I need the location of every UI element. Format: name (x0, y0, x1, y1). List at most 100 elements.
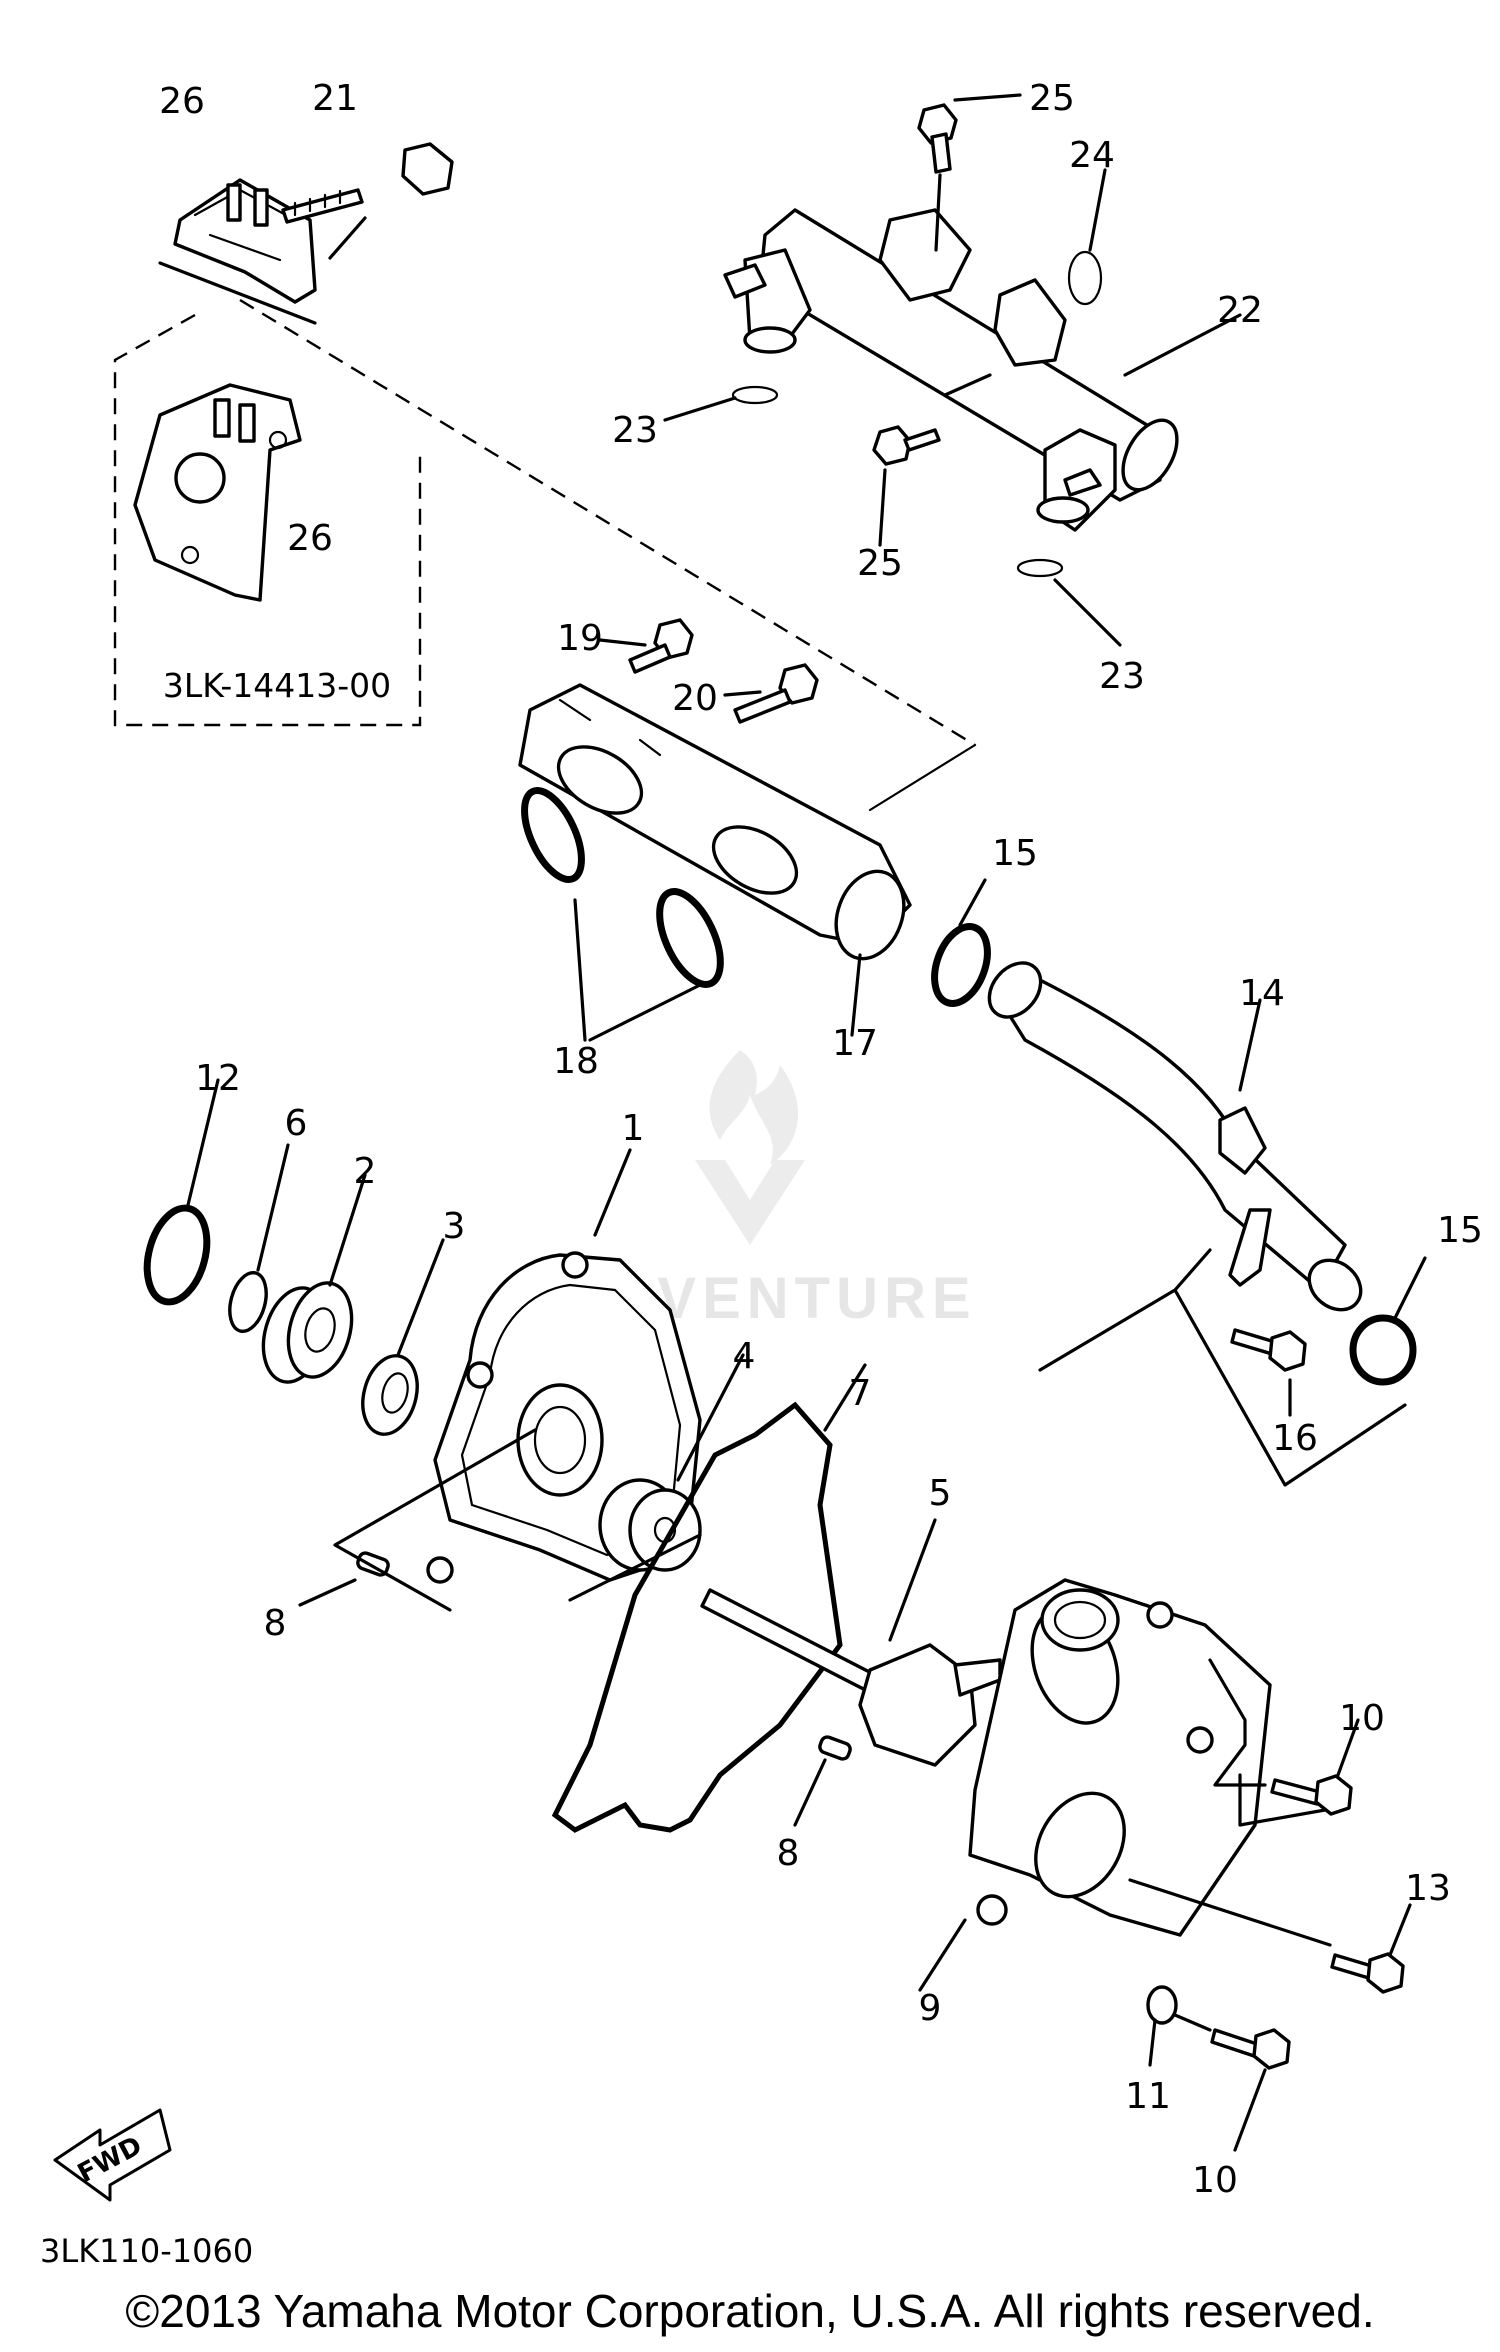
callout-17: 17 (832, 1023, 878, 1064)
leader-7 (823, 1363, 867, 1432)
callout-6: 6 (285, 1103, 308, 1144)
pipe-assembly-22 (723, 208, 1179, 532)
bolt-10-upper (1270, 1774, 1353, 1816)
callout-24: 24 (1069, 135, 1115, 176)
callout-23-left: 23 (612, 410, 658, 451)
callout-18: 18 (553, 1041, 599, 1082)
leader-14 (1238, 998, 1262, 1092)
leader-10-upper (1336, 1718, 1360, 1777)
alt-part-box: 3LK-14413-00 (113, 313, 422, 727)
leader-24 (1088, 168, 1107, 252)
callout-8-left: 8 (264, 1603, 287, 1644)
callout-21: 21 (312, 78, 358, 119)
leader-6 (256, 1143, 290, 1272)
callout-10-lower: 10 (1192, 2160, 1238, 2201)
callout-26-box: 26 (287, 518, 333, 559)
bolt-21 (281, 142, 454, 224)
o-ring-15-right (1349, 1314, 1417, 1386)
leader-20 (723, 690, 762, 697)
callout-2: 2 (354, 1151, 377, 1192)
dashed-line-end (868, 743, 977, 812)
leader-8-center (793, 1758, 827, 1827)
bracket-line-10b (1238, 1773, 1327, 1827)
kit-code-label: 3LK-14413-00 (163, 666, 391, 705)
leader-18 (573, 898, 702, 1042)
circlip-6 (228, 1270, 268, 1334)
bolt-16 (1230, 1328, 1307, 1372)
leader-9-top (1038, 1288, 1177, 1372)
leader-15-top (958, 878, 987, 927)
leader-12 (186, 1078, 220, 1207)
callout-14: 14 (1239, 973, 1285, 1014)
o-ring-24 (1067, 250, 1103, 306)
callout-19: 19 (557, 618, 603, 659)
o-ring-15-top (931, 923, 991, 1007)
callout-15-right: 15 (1437, 1210, 1483, 1251)
bracket-line-14-9 (1173, 1248, 1407, 1487)
bolt-13 (1330, 1952, 1405, 1994)
leader-15-right (1393, 1256, 1427, 1320)
bracket-line-13 (1128, 1878, 1332, 1947)
fwd-arrow-icon: FWD (53, 2108, 172, 2202)
bolt-25-top (917, 103, 958, 252)
bracket-line-10 (1208, 1658, 1267, 1787)
copyright-notice: ©2013 Yamaha Motor Corporation, U.S.A. A… (125, 2285, 1375, 2337)
leader-2 (328, 1173, 367, 1287)
callout-7: 7 (849, 1373, 872, 1414)
dowel-pin-8-center (818, 1735, 852, 1761)
callout-26-top: 26 (159, 81, 205, 122)
leader-25-mid-b (943, 373, 992, 397)
callout-20: 20 (672, 678, 718, 719)
leader-5 (888, 1518, 937, 1642)
bolt-10-lower (1210, 2028, 1291, 2070)
leader-3 (396, 1238, 445, 1357)
leader-25-mid (878, 468, 887, 547)
callout-1: 1 (622, 1108, 645, 1149)
callout-15-top: 15 (992, 833, 1038, 874)
leader-17 (850, 953, 862, 1037)
coolant-pipe-17 (518, 683, 912, 961)
o-ring-23-right (1016, 558, 1064, 578)
callout-10-upper: 10 (1339, 1698, 1385, 1739)
leader-1 (593, 1148, 632, 1237)
bolt-25-mid (872, 425, 941, 466)
callout-4: 4 (733, 1336, 756, 1377)
callout-16: 16 (1272, 1418, 1318, 1459)
callout-8-center: 8 (777, 1833, 800, 1874)
callout-12: 12 (195, 1058, 241, 1099)
bracket-26-top (173, 178, 317, 304)
o-ring-18-b (656, 888, 724, 988)
leader-8-left (298, 1578, 357, 1607)
bearing-2 (261, 1281, 354, 1384)
callout-labels: 26 21 26 25 24 22 23 25 23 19 20 15 14 1… (159, 78, 1483, 2201)
leader-13 (1388, 1903, 1412, 1957)
callout-25-mid: 25 (857, 543, 903, 584)
callout-23-right: 23 (1099, 656, 1145, 697)
leader-25-top (953, 93, 1022, 102)
dashed-line-26-17 (239, 298, 976, 747)
leader-23-right (1053, 578, 1122, 647)
bracket-lines-8-1 (333, 1428, 702, 1612)
leader-23-left (663, 396, 737, 422)
leader-19 (598, 638, 647, 647)
callout-11: 11 (1125, 2076, 1171, 2117)
drawing-code: 3LK110-1060 (40, 2232, 254, 2270)
leader-10-lower (1233, 2068, 1267, 2152)
bolt-19 (628, 618, 694, 674)
seal-3 (361, 1354, 419, 1436)
o-ring-23-left (731, 385, 779, 405)
o-ring-18-a (521, 787, 585, 883)
shaft-5 (700, 1588, 1002, 1767)
leader-21-26 (158, 216, 367, 325)
callout-5: 5 (929, 1473, 952, 1514)
water-pipe-14 (987, 961, 1363, 1312)
leader-11-10 (1173, 2013, 1212, 2032)
leader-11 (1148, 2018, 1157, 2067)
washer-11 (1146, 1985, 1178, 2025)
pump-housing-9 (968, 1578, 1272, 1937)
callout-9: 9 (919, 1988, 942, 2029)
callout-13: 13 (1405, 1868, 1451, 1909)
leader-4 (676, 1353, 745, 1482)
leader-22 (1123, 313, 1242, 377)
